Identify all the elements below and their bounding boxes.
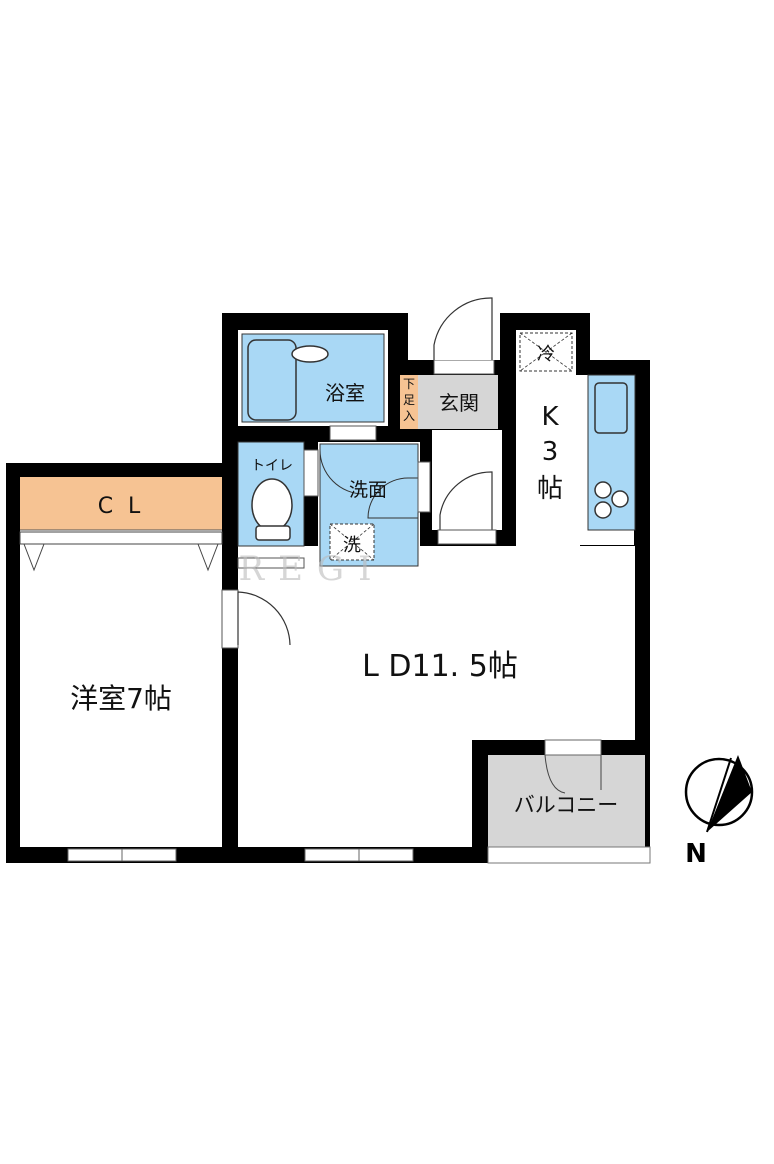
kitchen-unit: 帖 xyxy=(537,474,563,504)
entrance-label: 玄関 xyxy=(439,391,479,415)
bathtub xyxy=(247,339,297,421)
svg-text:入: 入 xyxy=(403,409,415,423)
balcony-window xyxy=(544,739,602,756)
toilet-door[interactable] xyxy=(237,557,305,569)
toilet-bowl xyxy=(251,478,293,532)
closet-label: C L xyxy=(98,494,145,519)
kitchen-sink xyxy=(594,382,628,434)
compass: N xyxy=(684,755,754,869)
north-arrow-icon xyxy=(707,755,752,832)
western-room-label: 洋室7帖 xyxy=(70,682,172,715)
watermark: REGI xyxy=(238,549,385,589)
washroom-label: 洗面 xyxy=(349,479,387,501)
fridge-label: 冷 xyxy=(537,344,555,365)
closet-door-swing-left xyxy=(23,543,45,572)
closet-door-track xyxy=(19,531,223,545)
balcony-floor xyxy=(488,755,645,847)
entrance-floor xyxy=(418,375,498,429)
entrance-door-swing[interactable] xyxy=(433,297,493,360)
balcony-rail xyxy=(487,846,651,864)
balcony-label: バルコニー xyxy=(514,793,619,817)
svg-text:下: 下 xyxy=(403,377,415,391)
hall-door-swing[interactable] xyxy=(439,471,493,530)
washroom-door-swing[interactable] xyxy=(319,449,365,495)
bath-label: 浴室 xyxy=(325,381,365,405)
washroom-door-2[interactable] xyxy=(367,477,419,519)
washer-label: 洗 xyxy=(343,535,361,556)
toilet-label: トイレ xyxy=(251,458,293,474)
toilet-tank xyxy=(255,525,291,541)
north-label: N xyxy=(685,839,707,869)
shoe-box xyxy=(400,375,418,429)
balcony-door-swing xyxy=(544,754,566,794)
kitchen-letter: K xyxy=(541,402,559,432)
bath-basin xyxy=(291,345,329,363)
stove-icon xyxy=(594,481,629,519)
closet-door-swing-right xyxy=(197,543,219,572)
shoe-box-label: 下 足 入 xyxy=(403,377,415,423)
svg-text:足: 足 xyxy=(403,393,415,407)
living-dining-label: L D11. 5帖 xyxy=(362,649,518,684)
closet-floor xyxy=(20,477,222,530)
kitchen-size: 3 xyxy=(542,437,559,467)
western-room-door-swing[interactable] xyxy=(237,591,291,646)
